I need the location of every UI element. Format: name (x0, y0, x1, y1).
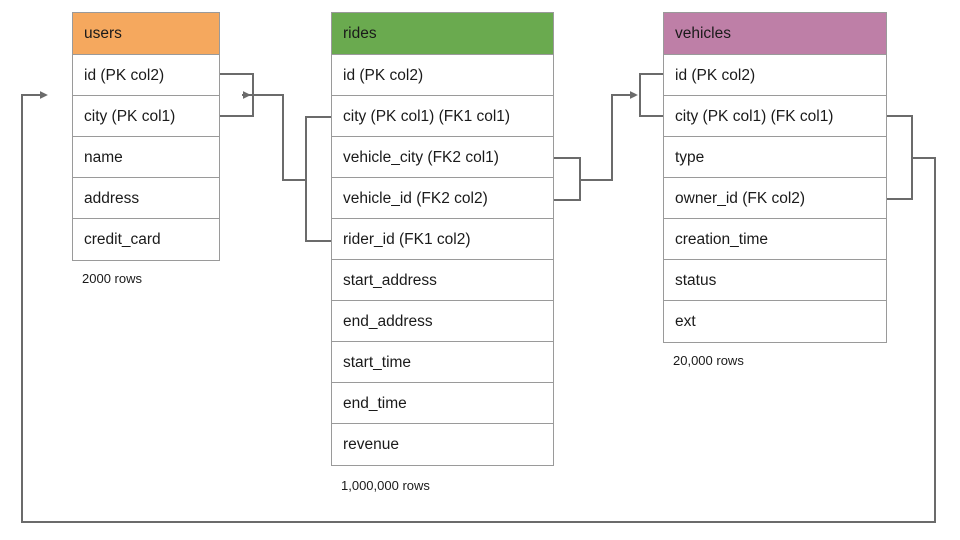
table-users[interactable]: users id (PK col2) city (PK col1) name a… (72, 12, 220, 261)
table-users-column-id: id (PK col2) (73, 55, 219, 96)
table-vehicles-column-city: city (PK col1) (FK col1) (664, 96, 886, 137)
table-vehicles-column-ext: ext (664, 301, 886, 342)
table-users-column-name: name (73, 137, 219, 178)
wire-rides-fk2-bracket (553, 157, 581, 201)
table-rides[interactable]: rides id (PK col2) city (PK col1) (FK1 c… (331, 12, 554, 466)
table-vehicles-column-type: type (664, 137, 886, 178)
table-rides-column-start-time: start_time (332, 342, 553, 383)
wire-rides-fk1-bracket (282, 116, 332, 242)
table-rides-column-vehicle-city: vehicle_city (FK2 col1) (332, 137, 553, 178)
table-users-column-address: address (73, 178, 219, 219)
table-vehicles-title: vehicles (664, 13, 886, 55)
table-users-title: users (73, 13, 219, 55)
table-users-column-city: city (PK col1) (73, 96, 219, 137)
table-rides-column-city: city (PK col1) (FK1 col1) (332, 96, 553, 137)
table-users-row-count: 2000 rows (82, 271, 142, 286)
table-vehicles-row-count: 20,000 rows (673, 353, 744, 368)
table-vehicles[interactable]: vehicles id (PK col2) city (PK col1) (FK… (663, 12, 887, 343)
table-vehicles-column-creation-time: creation_time (664, 219, 886, 260)
table-rides-column-revenue: revenue (332, 424, 553, 465)
wire-users-right-bracket (219, 73, 254, 117)
table-rides-column-start-address: start_address (332, 260, 553, 301)
wire-rides-fk2-to-vehicles (579, 91, 638, 181)
table-rides-row-count: 1,000,000 rows (341, 478, 430, 493)
table-rides-column-id: id (PK col2) (332, 55, 553, 96)
wire-vehicles-left-bracket (639, 73, 664, 117)
table-rides-column-end-time: end_time (332, 383, 553, 424)
table-vehicles-column-status: status (664, 260, 886, 301)
table-vehicles-column-id: id (PK col2) (664, 55, 886, 96)
table-rides-column-vehicle-id: vehicle_id (FK2 col2) (332, 178, 553, 219)
table-rides-column-rider-id: rider_id (FK1 col2) (332, 219, 553, 260)
table-rides-column-end-address: end_address (332, 301, 553, 342)
table-users-column-credit-card: credit_card (73, 219, 219, 260)
table-vehicles-column-owner-id: owner_id (FK col2) (664, 178, 886, 219)
wire-rides-fk1-to-users (242, 91, 284, 181)
wire-vehicles-fk-bracket (886, 115, 913, 200)
table-rides-title: rides (332, 13, 553, 55)
